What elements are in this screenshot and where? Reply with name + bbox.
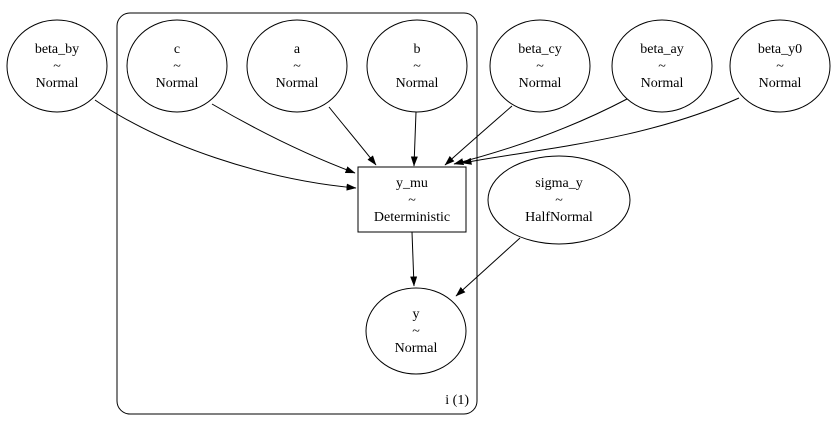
node-beta_cy: beta_cy ~ Normal	[489, 19, 591, 113]
node-b-relation: ~	[413, 59, 421, 74]
node-beta_y0-relation: ~	[776, 59, 784, 74]
node-beta_cy-label: beta_cy	[518, 42, 562, 57]
node-beta_cy-distribution: Normal	[519, 76, 562, 91]
node-sigma_y-label: sigma_y	[535, 176, 582, 191]
edge-sigma_y-to-y	[455, 237, 521, 297]
edge-b-to-y_mu	[410, 111, 418, 167]
node-b-label: b	[414, 42, 421, 57]
node-y-relation: ~	[412, 324, 420, 339]
node-y-shape	[365, 287, 467, 375]
node-beta_ay-shape	[611, 19, 713, 113]
edge-beta_cy-to-y_mu	[444, 105, 513, 166]
node-beta_y0-shape	[729, 19, 831, 113]
node-c: c ~ Normal	[126, 19, 228, 113]
node-c-shape	[126, 19, 228, 113]
node-sigma_y-shape	[487, 155, 631, 245]
node-y: y ~ Normal	[365, 287, 467, 375]
node-y_mu-distribution: Deterministic	[374, 210, 450, 225]
node-beta_by-relation: ~	[53, 59, 61, 74]
plate-border	[116, 12, 478, 415]
node-c-label: c	[174, 42, 180, 57]
node-b: b ~ Normal	[366, 19, 468, 113]
node-y_mu-shape	[357, 166, 467, 233]
node-a-distribution: Normal	[276, 76, 319, 91]
node-b-shape	[366, 19, 468, 113]
node-beta_cy-relation: ~	[536, 59, 544, 74]
node-a-label: a	[294, 42, 301, 57]
node-y_mu-relation: ~	[408, 193, 416, 208]
node-sigma_y-distribution: HalfNormal	[525, 210, 593, 225]
node-beta_cy-shape	[489, 19, 591, 113]
edge-beta_ay-to-y_mu	[453, 98, 628, 166]
node-a-relation: ~	[293, 59, 301, 74]
node-y-distribution: Normal	[395, 341, 438, 356]
node-sigma_y-relation: ~	[555, 193, 563, 208]
node-sigma_y: sigma_y ~ HalfNormal	[487, 155, 631, 245]
node-beta_by-distribution: Normal	[36, 76, 79, 91]
node-beta_ay-distribution: Normal	[641, 76, 684, 91]
node-c-distribution: Normal	[156, 76, 199, 91]
edge-c-to-y_mu	[211, 103, 356, 174]
edge-y_mu-to-y	[410, 231, 418, 287]
node-a-shape	[246, 19, 348, 113]
node-beta_ay: beta_ay ~ Normal	[611, 19, 713, 113]
node-beta_y0-distribution: Normal	[759, 76, 802, 91]
node-beta_y0: beta_y0 ~ Normal	[729, 19, 831, 113]
node-y_mu-label: y_mu	[396, 176, 428, 191]
node-beta_by: beta_by ~ Normal	[6, 19, 108, 113]
node-beta_ay-relation: ~	[658, 59, 666, 74]
node-beta_ay-label: beta_ay	[640, 42, 684, 57]
node-beta_y0-label: beta_y0	[758, 42, 802, 57]
edge-a-to-y_mu	[328, 106, 377, 166]
edge-beta_by-to-y_mu	[94, 99, 357, 191]
plate-label: i (1)	[445, 393, 469, 408]
node-y-label: y	[413, 307, 420, 322]
node-a: a ~ Normal	[246, 19, 348, 113]
edge-beta_y0-to-y_mu	[461, 97, 740, 165]
plate-i: i (1)	[116, 12, 478, 415]
edges	[94, 97, 740, 297]
node-beta_by-label: beta_by	[35, 42, 79, 57]
node-y_mu: y_mu ~ Deterministic	[357, 166, 467, 233]
node-beta_by-shape	[6, 19, 108, 113]
node-c-relation: ~	[173, 59, 181, 74]
node-b-distribution: Normal	[396, 76, 439, 91]
